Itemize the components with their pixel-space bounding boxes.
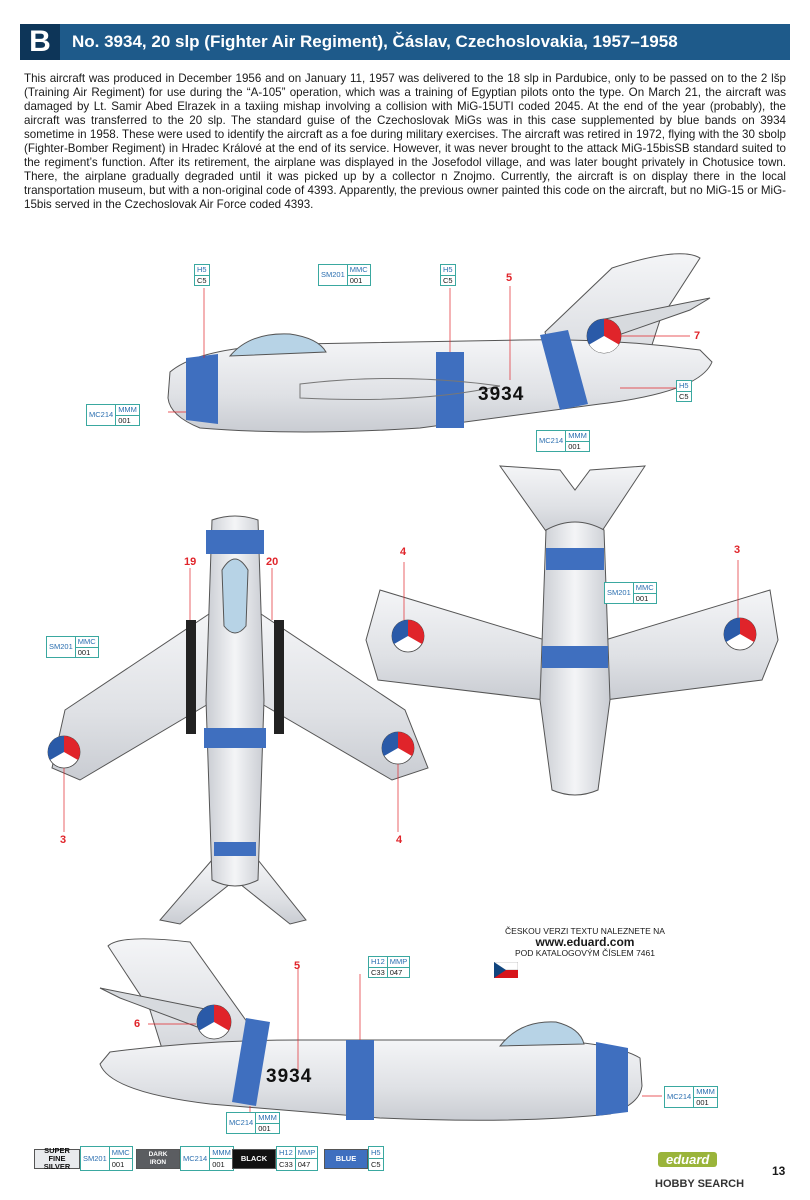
marker-3-plan: 3 [60,834,67,846]
plan-fuselage [205,515,265,887]
marker-4-plan: 4 [396,834,403,846]
r-tail-band [232,1018,270,1106]
aircraft-description: This aircraft was produced in December 1… [24,72,786,211]
plan-band-mid [204,728,266,748]
plan-canopy [221,558,249,634]
under-band-aft [546,548,604,570]
r-nose-band [596,1042,628,1116]
marker-19: 19 [184,556,197,568]
under-roundel-right [723,617,757,651]
plan-band-nose [206,530,264,554]
plan-view-top [47,515,429,925]
tail-band [540,330,588,410]
under-band-mid [542,646,608,668]
marker-6: 6 [134,1018,141,1030]
nose-band [186,354,218,424]
registration-top: 3934 [478,384,525,405]
under-stab [498,465,646,535]
section-title: No. 3934, 20 slp (Fighter Air Regiment),… [72,32,678,51]
czech-flag-icon [494,962,518,978]
marker-5-bottom: 5 [294,960,301,972]
czech-version-info: ČESKOU VERZI TEXTU NALEZNETE NA www.edua… [470,926,700,959]
wing-roundel-left [47,735,81,769]
marker-20: 20 [266,556,279,568]
side-view-left [167,253,713,433]
registration-bottom: 3934 [266,1066,313,1087]
fin-roundel [586,318,622,354]
marker-5-top: 5 [506,272,513,284]
r-fin-roundel [196,1004,232,1040]
r-mid-band [346,1040,374,1120]
section-header: B No. 3934, 20 slp (Fighter Air Regiment… [20,24,790,60]
mid-band [436,352,464,428]
under-roundel-left [391,619,425,653]
czech-info-line1: ČESKOU VERZI TEXTU NALEZNETE NA [505,926,665,936]
side-view-right [99,938,662,1121]
marker-7: 7 [694,330,701,342]
section-badge: B [20,24,60,60]
plan-band-aft [214,842,256,856]
page-number: 13 [772,1164,786,1178]
walkway-left [186,620,196,734]
canopy [228,333,327,357]
czech-info-line3: POD KATALOGOVÝM ČÍSLEM 7461 [515,948,655,958]
marker-3-under: 3 [734,544,741,556]
under-wing-left [365,589,546,701]
eduard-logo: eduard [658,1152,718,1167]
marker-4-under: 4 [400,546,407,558]
underside-view [365,465,779,796]
plan-stab [159,859,307,925]
watermark: HOBBY SEARCH [655,1178,745,1190]
walkway-right [274,620,284,734]
r-canopy [498,1021,585,1047]
czech-info-web[interactable]: www.eduard.com [535,935,635,949]
wing-roundel-right [381,731,415,765]
